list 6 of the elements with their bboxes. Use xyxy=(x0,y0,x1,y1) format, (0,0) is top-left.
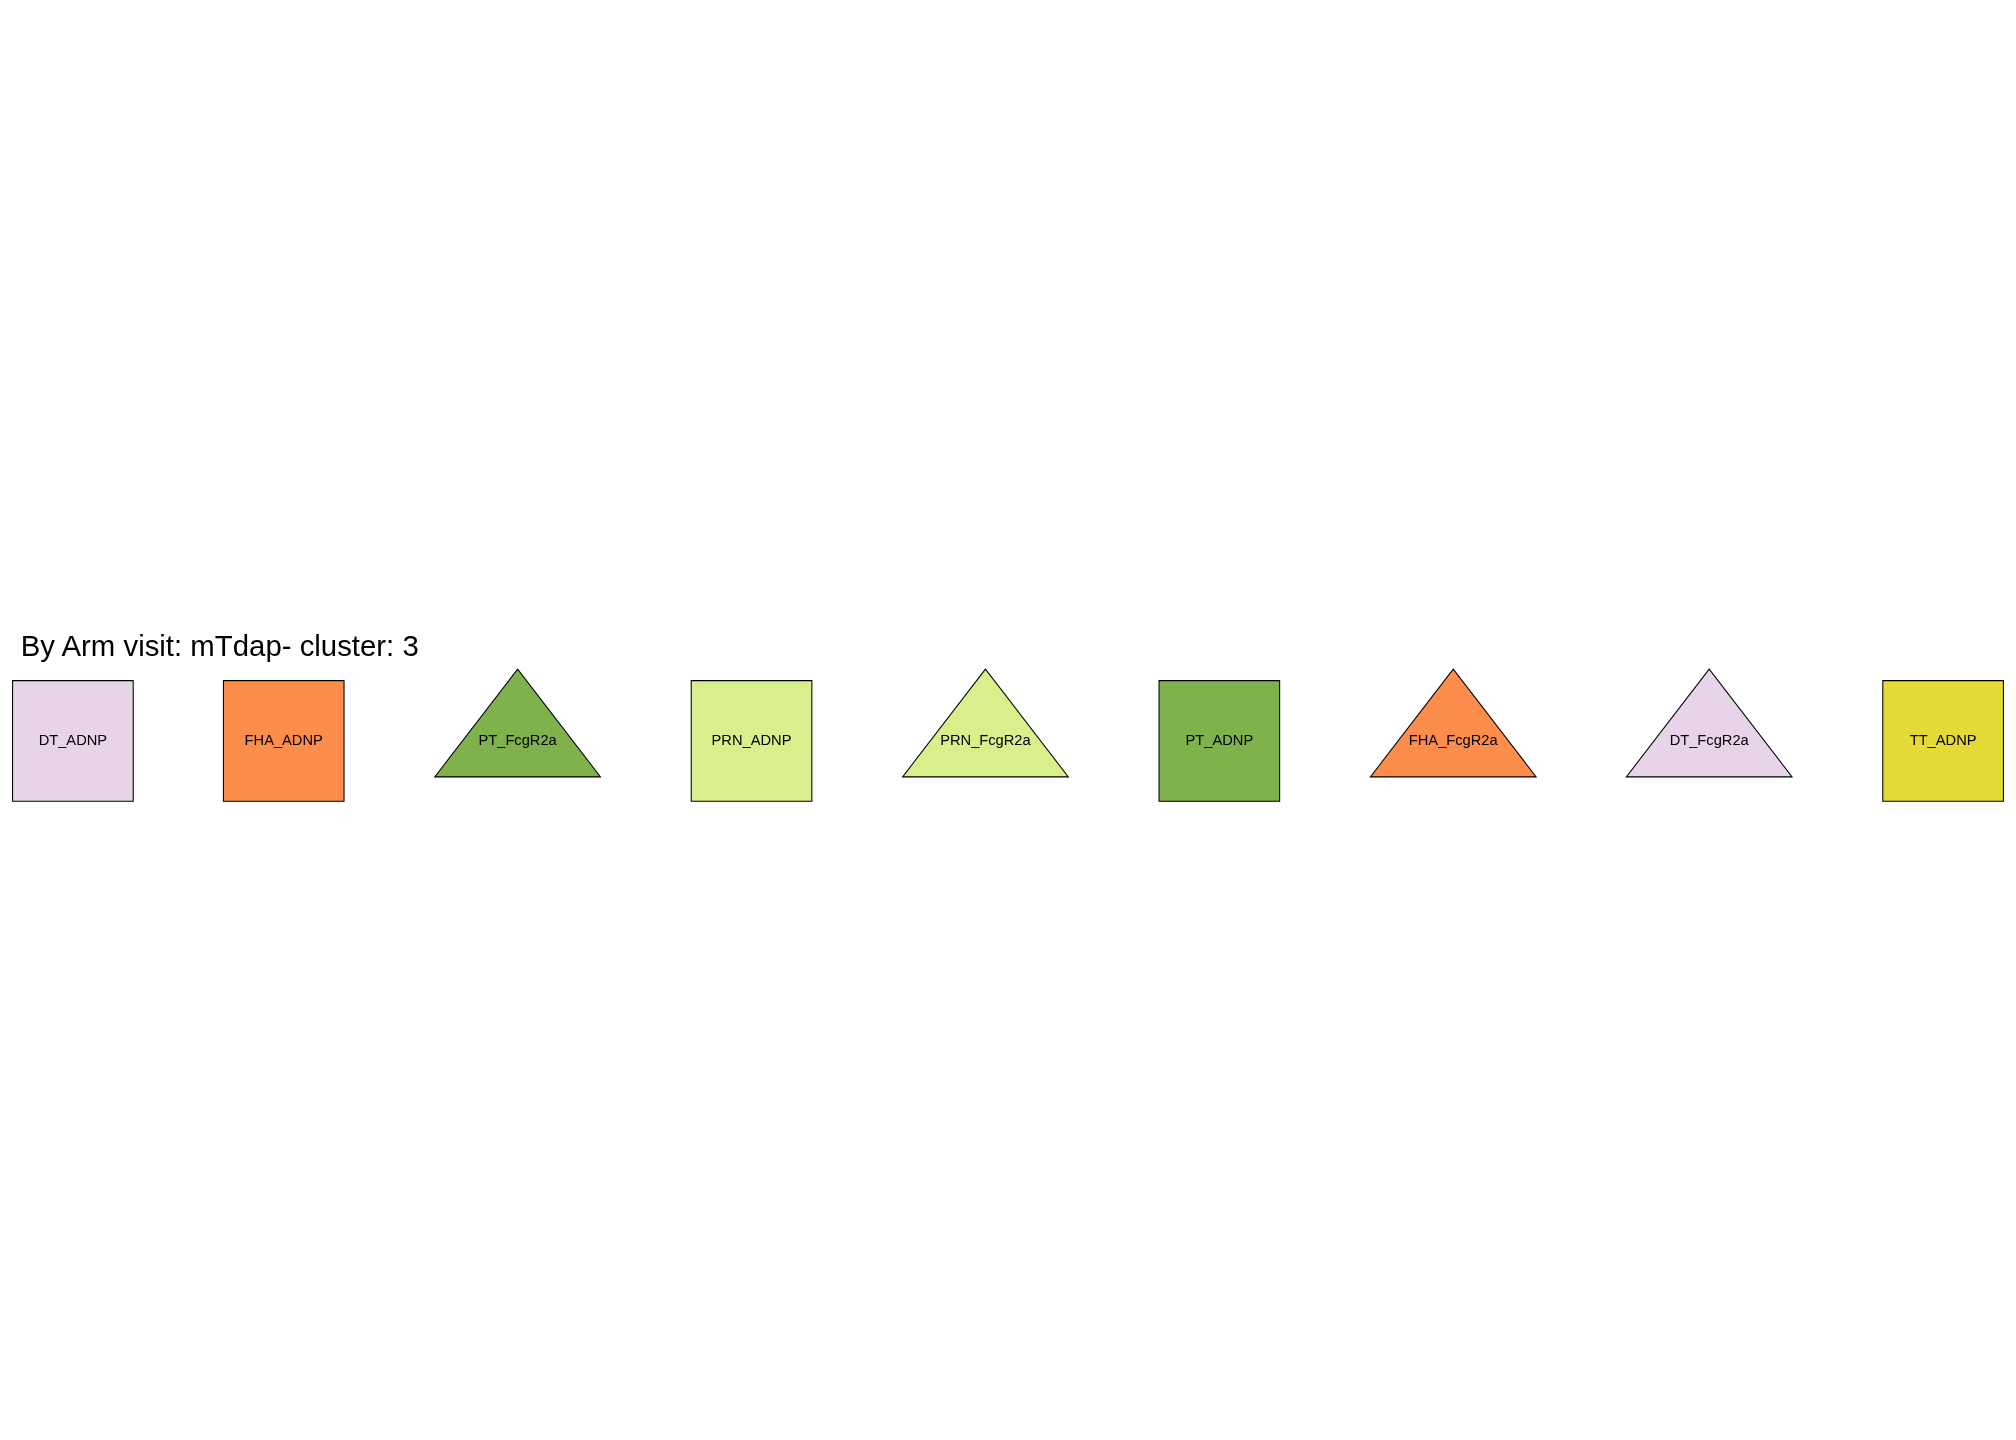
node-box: FHA_ADNP xyxy=(222,679,345,802)
node-box: PT_ADNP xyxy=(1158,679,1281,802)
node-box: DT_ADNP xyxy=(12,679,134,802)
diagram-title: By Arm visit: mTdap- cluster: 3 xyxy=(20,628,419,662)
node-box: PRN_ADNP xyxy=(690,679,813,802)
node-box: TT_ADNP xyxy=(1882,679,2004,802)
